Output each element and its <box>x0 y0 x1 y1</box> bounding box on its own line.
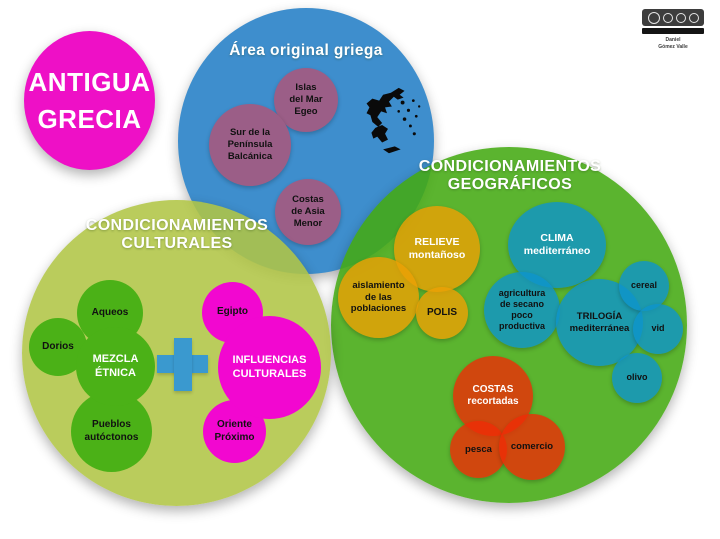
bubble-agricultura-secano: agricultura de secano poco productiva <box>484 272 560 348</box>
bubble-influencias-culturales: INFLUENCIAS CULTURALES <box>218 316 321 419</box>
cc-sa-icon <box>688 12 699 23</box>
cc-nc-icon <box>675 12 686 23</box>
bubble-sur-peninsula-balcanica: Sur de la Península Balcánica <box>209 104 291 186</box>
author-credit: Daniel Gómez Valle <box>636 37 710 51</box>
author-credit-line2: Gómez Valle <box>658 44 688 50</box>
bubble-cereal: cereal <box>619 261 669 311</box>
greece-map-silhouette <box>366 87 421 154</box>
plus-icon <box>174 338 192 391</box>
cc-license-strip <box>642 28 704 34</box>
original-area-title: Área original griega <box>229 42 383 59</box>
bubble-polis: POLIS <box>416 287 468 339</box>
bubble-islas-mar-egeo: Islas del Mar Egeo <box>274 68 338 132</box>
diagram-title-bubble: ANTIGUA GRECIA <box>24 31 155 170</box>
culture-title: CONDICIONAMIENTOS CULTURALES <box>85 217 269 253</box>
cc-icon <box>647 11 660 24</box>
cc-by-icon <box>662 12 673 23</box>
bubble-mezcla-etnica: MEZCLA ÉTNICA <box>76 327 155 406</box>
bubble-olivo: olivo <box>612 353 662 403</box>
bubble-pesca: pesca <box>450 421 507 478</box>
bubble-vid: vid <box>633 304 683 354</box>
geography-title: CONDICIONAMIENTOS GEOGRÁFICOS <box>418 158 602 194</box>
bubble-comercio: comercio <box>499 414 565 480</box>
creative-commons-badge <box>642 9 704 26</box>
author-credit-line1: Daniel <box>665 37 681 43</box>
bubble-costas-asia-menor: Costas de Asia Menor <box>275 179 341 245</box>
bubble-aislamiento-poblaciones: aislamiento de las poblaciones <box>338 257 419 338</box>
